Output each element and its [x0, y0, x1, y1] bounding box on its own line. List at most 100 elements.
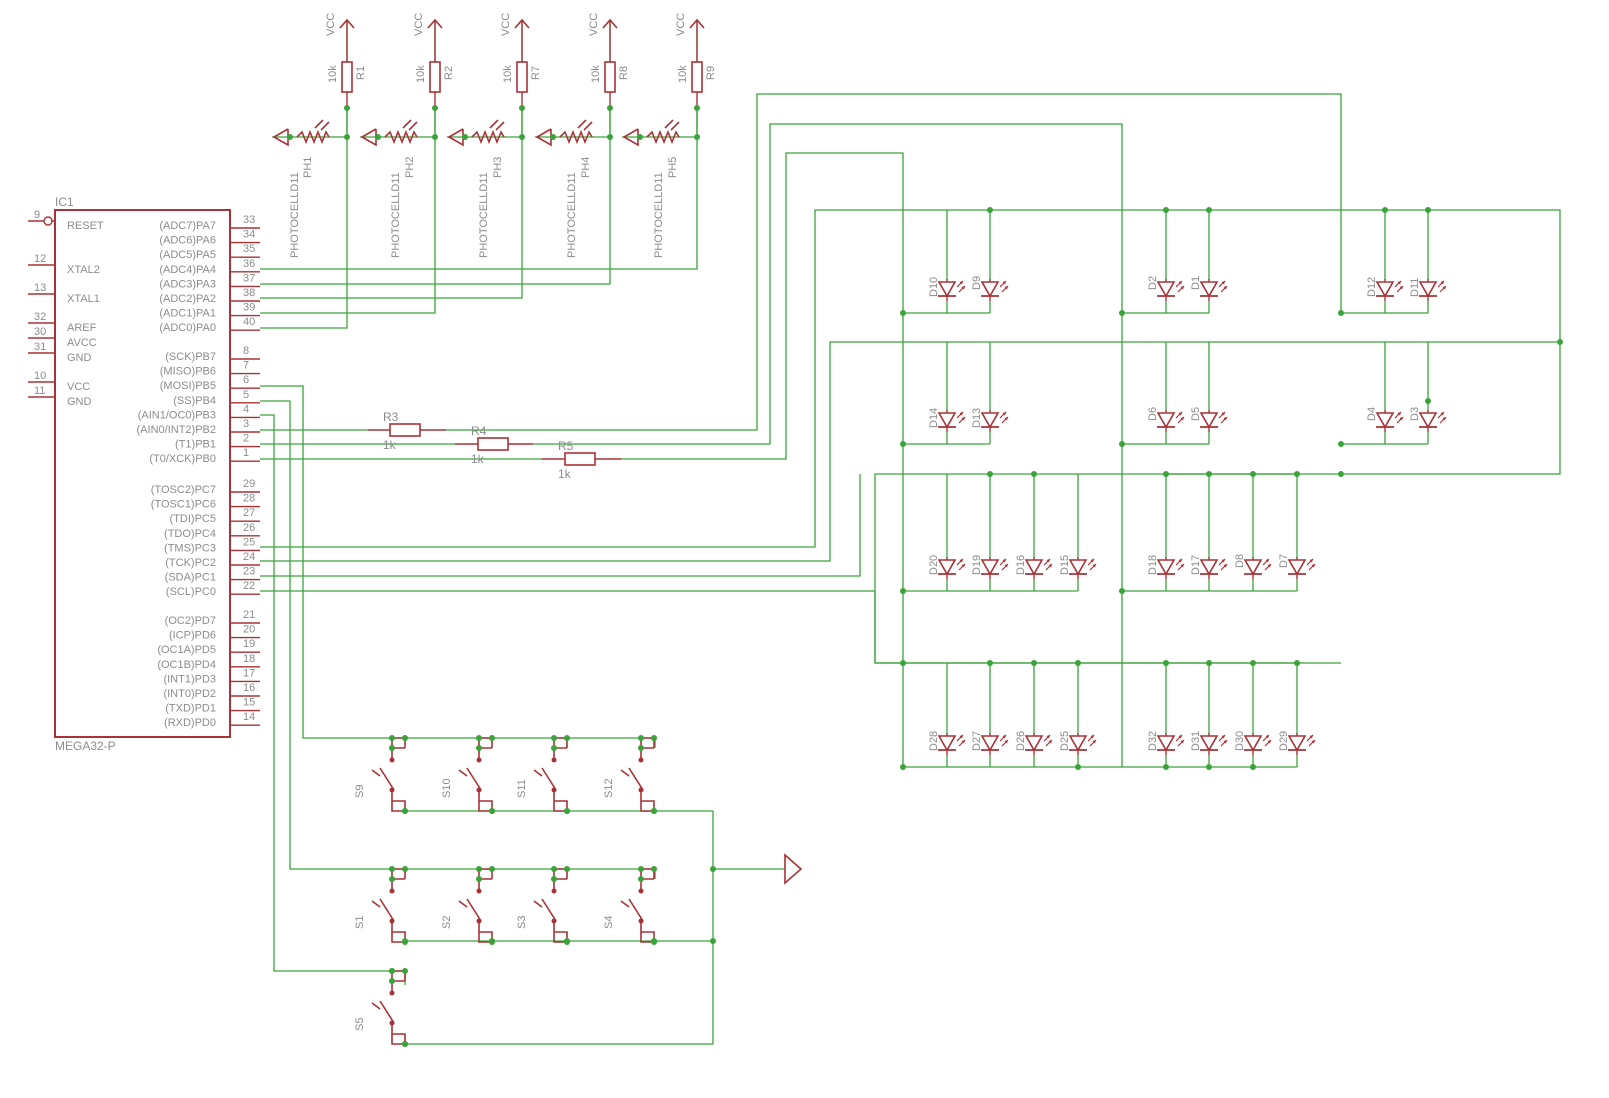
led-matrix: D10 D9 D2 D1 D12 D11 D14 D13 D6 D5 D4 D3… — [928, 276, 1447, 756]
resistor-body — [691, 61, 703, 93]
switch-lever — [541, 898, 557, 922]
ic-pin-number: 6 — [243, 374, 249, 386]
vcc-label: VCC — [325, 13, 337, 36]
ic-left-pins: 9RESET12XTAL213XTAL132AREF30AVCC31GND10V… — [28, 209, 104, 408]
wire-path — [260, 474, 861, 577]
wire-path — [260, 108, 348, 329]
led-d27: D27 — [971, 731, 1009, 756]
led-label: D3 — [1409, 407, 1421, 421]
led-label: D26 — [1015, 731, 1027, 751]
led-d3: D3 — [1409, 407, 1447, 433]
photocell-name: PH4 — [580, 157, 592, 178]
wire-path — [260, 400, 656, 879]
junction-dot — [402, 938, 408, 944]
led-label: D14 — [928, 408, 940, 428]
ground-symbols — [784, 853, 803, 885]
led-d20: D20 — [928, 555, 966, 580]
junction — [402, 968, 408, 974]
resistor-value: 1k — [471, 452, 485, 466]
junction — [476, 866, 482, 872]
switch-s4: S4 — [603, 866, 657, 945]
resistor-body — [341, 61, 353, 93]
ic-pin-number: 4 — [243, 403, 249, 415]
junction-dot — [402, 1041, 408, 1047]
junction-dot — [1119, 441, 1125, 447]
wire-path — [260, 108, 698, 270]
junction-dot — [564, 938, 570, 944]
switch-s2: S2 — [441, 866, 495, 945]
switch-lever — [379, 1000, 395, 1024]
ic-name: IC1 — [55, 195, 74, 209]
junction — [651, 866, 657, 872]
wire-path — [946, 301, 1429, 313]
led-label: D7 — [1278, 554, 1290, 568]
wire-path — [621, 152, 904, 767]
led-label: D15 — [1059, 555, 1071, 575]
junction — [637, 134, 643, 140]
vcc-label: VCC — [500, 13, 512, 36]
junction-dot — [1382, 207, 1388, 213]
ic-pin-number: 29 — [243, 478, 255, 490]
ic-pin-name: (TXD)PD1 — [165, 703, 216, 715]
resistor-name: R2 — [443, 66, 455, 80]
junction-dot — [1075, 660, 1081, 666]
led-d32: D32 — [1147, 731, 1185, 756]
junction — [476, 745, 482, 751]
vcc-symbol — [447, 18, 530, 147]
junction — [638, 745, 644, 751]
vcc-symbol — [272, 18, 355, 147]
led-d7: D7 — [1278, 554, 1316, 580]
led-label: D29 — [1278, 731, 1290, 751]
light-arrow — [402, 119, 412, 129]
switch-s3: S3 — [516, 866, 570, 945]
ic-pin-name: GND — [67, 396, 92, 408]
ic-pin-name: (ADC5)PA5 — [159, 249, 216, 261]
ic-pin-name: (SDA)PC1 — [165, 572, 216, 584]
junction-dot — [1206, 764, 1212, 770]
junction — [402, 866, 408, 872]
junction-dot — [1557, 339, 1563, 345]
resistor-body — [604, 61, 616, 93]
led-d28: D28 — [928, 731, 966, 756]
ic-pin-number: 21 — [243, 609, 255, 621]
led-d31: D31 — [1190, 731, 1228, 756]
junction — [375, 134, 381, 140]
led-label: D32 — [1147, 731, 1159, 751]
ic-pin-name: (TDO)PC4 — [164, 528, 216, 540]
junction-dot — [900, 310, 906, 316]
switch-lever — [379, 898, 395, 922]
photocell-body — [559, 129, 593, 145]
switch-lever — [466, 767, 482, 791]
junction-dot — [1031, 471, 1037, 477]
led-label: D18 — [1147, 555, 1159, 575]
ic-pin-number: 25 — [243, 536, 255, 548]
button-matrix: S9 S10 S11 S12 S1 S2 S3 S4 S5 — [354, 735, 657, 1047]
junction-dot — [1338, 310, 1344, 316]
ic-pin-number: 40 — [243, 316, 255, 328]
led-d17: D17 — [1190, 555, 1228, 580]
wire-path — [946, 342, 1429, 411]
ic-pin-name: (SCL)PC0 — [166, 586, 216, 598]
switch-pivot — [389, 888, 395, 894]
wires — [260, 93, 1561, 1045]
ic-pin-number: 10 — [34, 370, 46, 382]
junction — [489, 866, 495, 872]
ic-pin-number: 31 — [34, 341, 46, 353]
ic-pin-number: 9 — [34, 209, 40, 221]
resistor-name: R3 — [383, 410, 399, 424]
ic-pin-name: (ADC6)PA6 — [159, 235, 216, 247]
led-d25: D25 — [1059, 731, 1097, 756]
vcc-label: VCC — [588, 13, 600, 36]
ic-pin-number: 26 — [243, 522, 255, 534]
resistor-r5: R5 1k — [542, 439, 621, 481]
switch-label: S1 — [354, 916, 366, 929]
photocell-name: PH3 — [492, 157, 504, 178]
junction — [519, 134, 525, 140]
wire-path — [946, 755, 1298, 767]
switch-lever — [466, 898, 482, 922]
junction — [638, 735, 644, 741]
ic-pin-name: (TDI)PC5 — [170, 513, 216, 525]
ic-pin-number: 20 — [243, 624, 255, 636]
switch-actuator — [458, 900, 468, 908]
